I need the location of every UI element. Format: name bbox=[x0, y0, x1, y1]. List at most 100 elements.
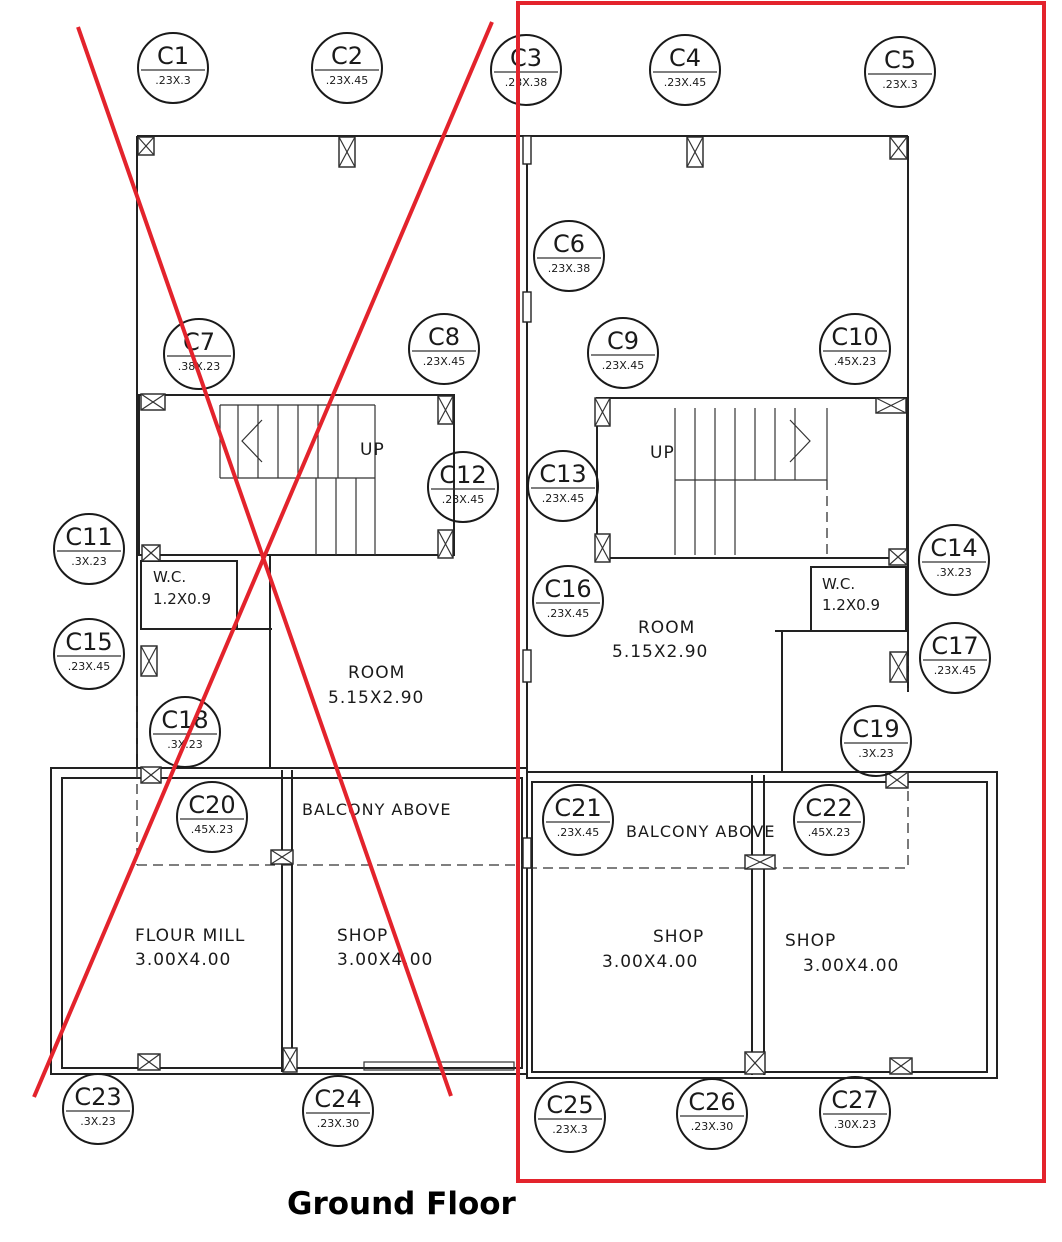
callout-circle bbox=[919, 622, 991, 694]
column-id: C24 bbox=[314, 1085, 361, 1113]
shop-3-name: SHOP bbox=[785, 931, 836, 951]
column-size: .23X.45 bbox=[934, 664, 977, 677]
column-id: C15 bbox=[65, 628, 112, 656]
callout-circle bbox=[676, 1078, 748, 1150]
column-callout-c12: C12 .23X.45 bbox=[427, 451, 499, 523]
column-id: C25 bbox=[546, 1091, 593, 1119]
callout-circle bbox=[137, 32, 209, 104]
callout-circle bbox=[819, 1076, 891, 1148]
shop-3-size: 3.00X4.00 bbox=[803, 956, 899, 976]
flour-mill-size: 3.00X4.00 bbox=[135, 950, 231, 970]
stair-treads bbox=[237, 405, 811, 555]
column-callout-c22: C22.45X.23 bbox=[793, 784, 865, 856]
room-left-name: ROOM bbox=[348, 663, 405, 683]
shop-1-name: SHOP bbox=[337, 926, 388, 946]
column-id: C11 bbox=[65, 523, 112, 551]
callout-circle bbox=[542, 784, 614, 856]
callout-circle bbox=[302, 1075, 374, 1147]
column-callout-c14: C14.3X.23 bbox=[918, 524, 990, 596]
column-id: C27 bbox=[831, 1086, 878, 1114]
column-callout-c10: C10.45X.23 bbox=[819, 313, 891, 385]
callout-circle bbox=[819, 313, 891, 385]
column-id: C4 bbox=[669, 44, 701, 72]
column-id: C16 bbox=[544, 575, 591, 603]
column-size: .23X.45 bbox=[664, 76, 707, 89]
column-size: .23X.45 bbox=[602, 359, 645, 372]
flour-mill-name: FLOUR MILL bbox=[135, 926, 245, 946]
wc-right-name: W.C. bbox=[822, 575, 855, 593]
column-size: .23X.45 bbox=[542, 492, 585, 505]
column-size: .23X.30 bbox=[691, 1120, 734, 1133]
callout-circle bbox=[587, 317, 659, 389]
column-id: C18 bbox=[161, 706, 208, 734]
floor-title: Ground Floor bbox=[287, 1186, 516, 1222]
callout-circle bbox=[527, 450, 599, 522]
selection-highlight-box bbox=[516, 1, 1046, 1183]
column-callout-c4: C4 .23X.45 bbox=[649, 34, 721, 106]
column-callout-c15: C15 .23X.45 bbox=[53, 618, 125, 690]
column-callout-c19: C19.3X.23 bbox=[840, 705, 912, 777]
room-right-size: 5.15X2.90 bbox=[612, 642, 708, 662]
column-size: .38X.23 bbox=[178, 360, 221, 373]
wc-left-size: 1.2X0.9 bbox=[153, 590, 211, 608]
column-id: C14 bbox=[930, 534, 977, 562]
column-callout-c1: C1 .23X.3 bbox=[137, 32, 209, 104]
column-id: C23 bbox=[74, 1083, 121, 1111]
balcony-right-label: BALCONY ABOVE bbox=[626, 822, 775, 841]
room-right-name: ROOM bbox=[638, 618, 695, 638]
column-id: C20 bbox=[188, 791, 235, 819]
column-size: .23X.45 bbox=[423, 355, 466, 368]
column-callout-c13: C13 .23X.45 bbox=[527, 450, 599, 522]
column-callout-c20: C20.45X.23 bbox=[176, 781, 248, 853]
column-id: C12 bbox=[439, 461, 486, 489]
callout-circle bbox=[53, 618, 125, 690]
callout-circle bbox=[534, 1081, 606, 1153]
shop-2-size: 3.00X4.00 bbox=[602, 952, 698, 972]
column-size: .23X.3 bbox=[552, 1123, 588, 1136]
callout-circle bbox=[649, 34, 721, 106]
column-id: C10 bbox=[831, 323, 878, 351]
callout-circle bbox=[53, 513, 125, 585]
column-size: .23X.45 bbox=[547, 607, 590, 620]
column-size: .23X.45 bbox=[442, 493, 485, 506]
column-id: C9 bbox=[607, 327, 639, 355]
room-labels: UP UP W.C. 1.2X0.9 W.C. 1.2X0.9 ROOM 5.1… bbox=[135, 440, 899, 976]
room-left-size: 5.15X2.90 bbox=[328, 688, 424, 708]
column-id: C13 bbox=[539, 460, 586, 488]
column-callout-c25: C25 .23X.3 bbox=[534, 1081, 606, 1153]
column-size: .23X.45 bbox=[326, 74, 369, 87]
column-id: C22 bbox=[805, 794, 852, 822]
column-callout-c2: C2 .23X.45 bbox=[311, 32, 383, 104]
column-callout-c5: C5.23X.3 bbox=[864, 36, 936, 108]
callout-circle bbox=[408, 313, 480, 385]
wc-left-name: W.C. bbox=[153, 568, 186, 586]
column-callout-c9: C9 .23X.45 bbox=[587, 317, 659, 389]
column-callout-c17: C17.23X.45 bbox=[919, 622, 991, 694]
column-callout-c26: C26 .23X.30 bbox=[676, 1078, 748, 1150]
column-size: .23X.38 bbox=[548, 262, 591, 275]
column-id: C2 bbox=[331, 42, 363, 70]
cross-out-stroke-1 bbox=[76, 26, 453, 1097]
column-size: .3X.23 bbox=[71, 555, 107, 568]
callout-circle bbox=[62, 1073, 134, 1145]
wc-right-size: 1.2X0.9 bbox=[822, 596, 880, 614]
column-size: .23X.38 bbox=[505, 76, 548, 89]
column-size: .30X.23 bbox=[834, 1118, 877, 1131]
column-size: .23X.45 bbox=[68, 660, 111, 673]
column-id: C6 bbox=[553, 230, 585, 258]
column-callout-c11: C11 .3X.23 bbox=[53, 513, 125, 585]
callout-circle bbox=[840, 705, 912, 777]
column-id: C21 bbox=[554, 794, 601, 822]
stair-up-label-right: UP bbox=[650, 443, 675, 463]
column-markers bbox=[137, 135, 913, 1075]
column-callout-c23: C23.3X.23 bbox=[62, 1073, 134, 1145]
column-callout-c24: C24.23X.30 bbox=[302, 1075, 374, 1147]
column-callout-c27: C27 .30X.23 bbox=[819, 1076, 891, 1148]
callout-circle bbox=[918, 524, 990, 596]
column-id: C26 bbox=[688, 1088, 735, 1116]
column-callout-c16: C16 .23X.45 bbox=[532, 565, 604, 637]
shop-1-size: 3.00X4.00 bbox=[337, 950, 433, 970]
column-id: C1 bbox=[157, 42, 189, 70]
shop-2-name: SHOP bbox=[653, 927, 704, 947]
column-size: .23X.3 bbox=[155, 74, 191, 87]
